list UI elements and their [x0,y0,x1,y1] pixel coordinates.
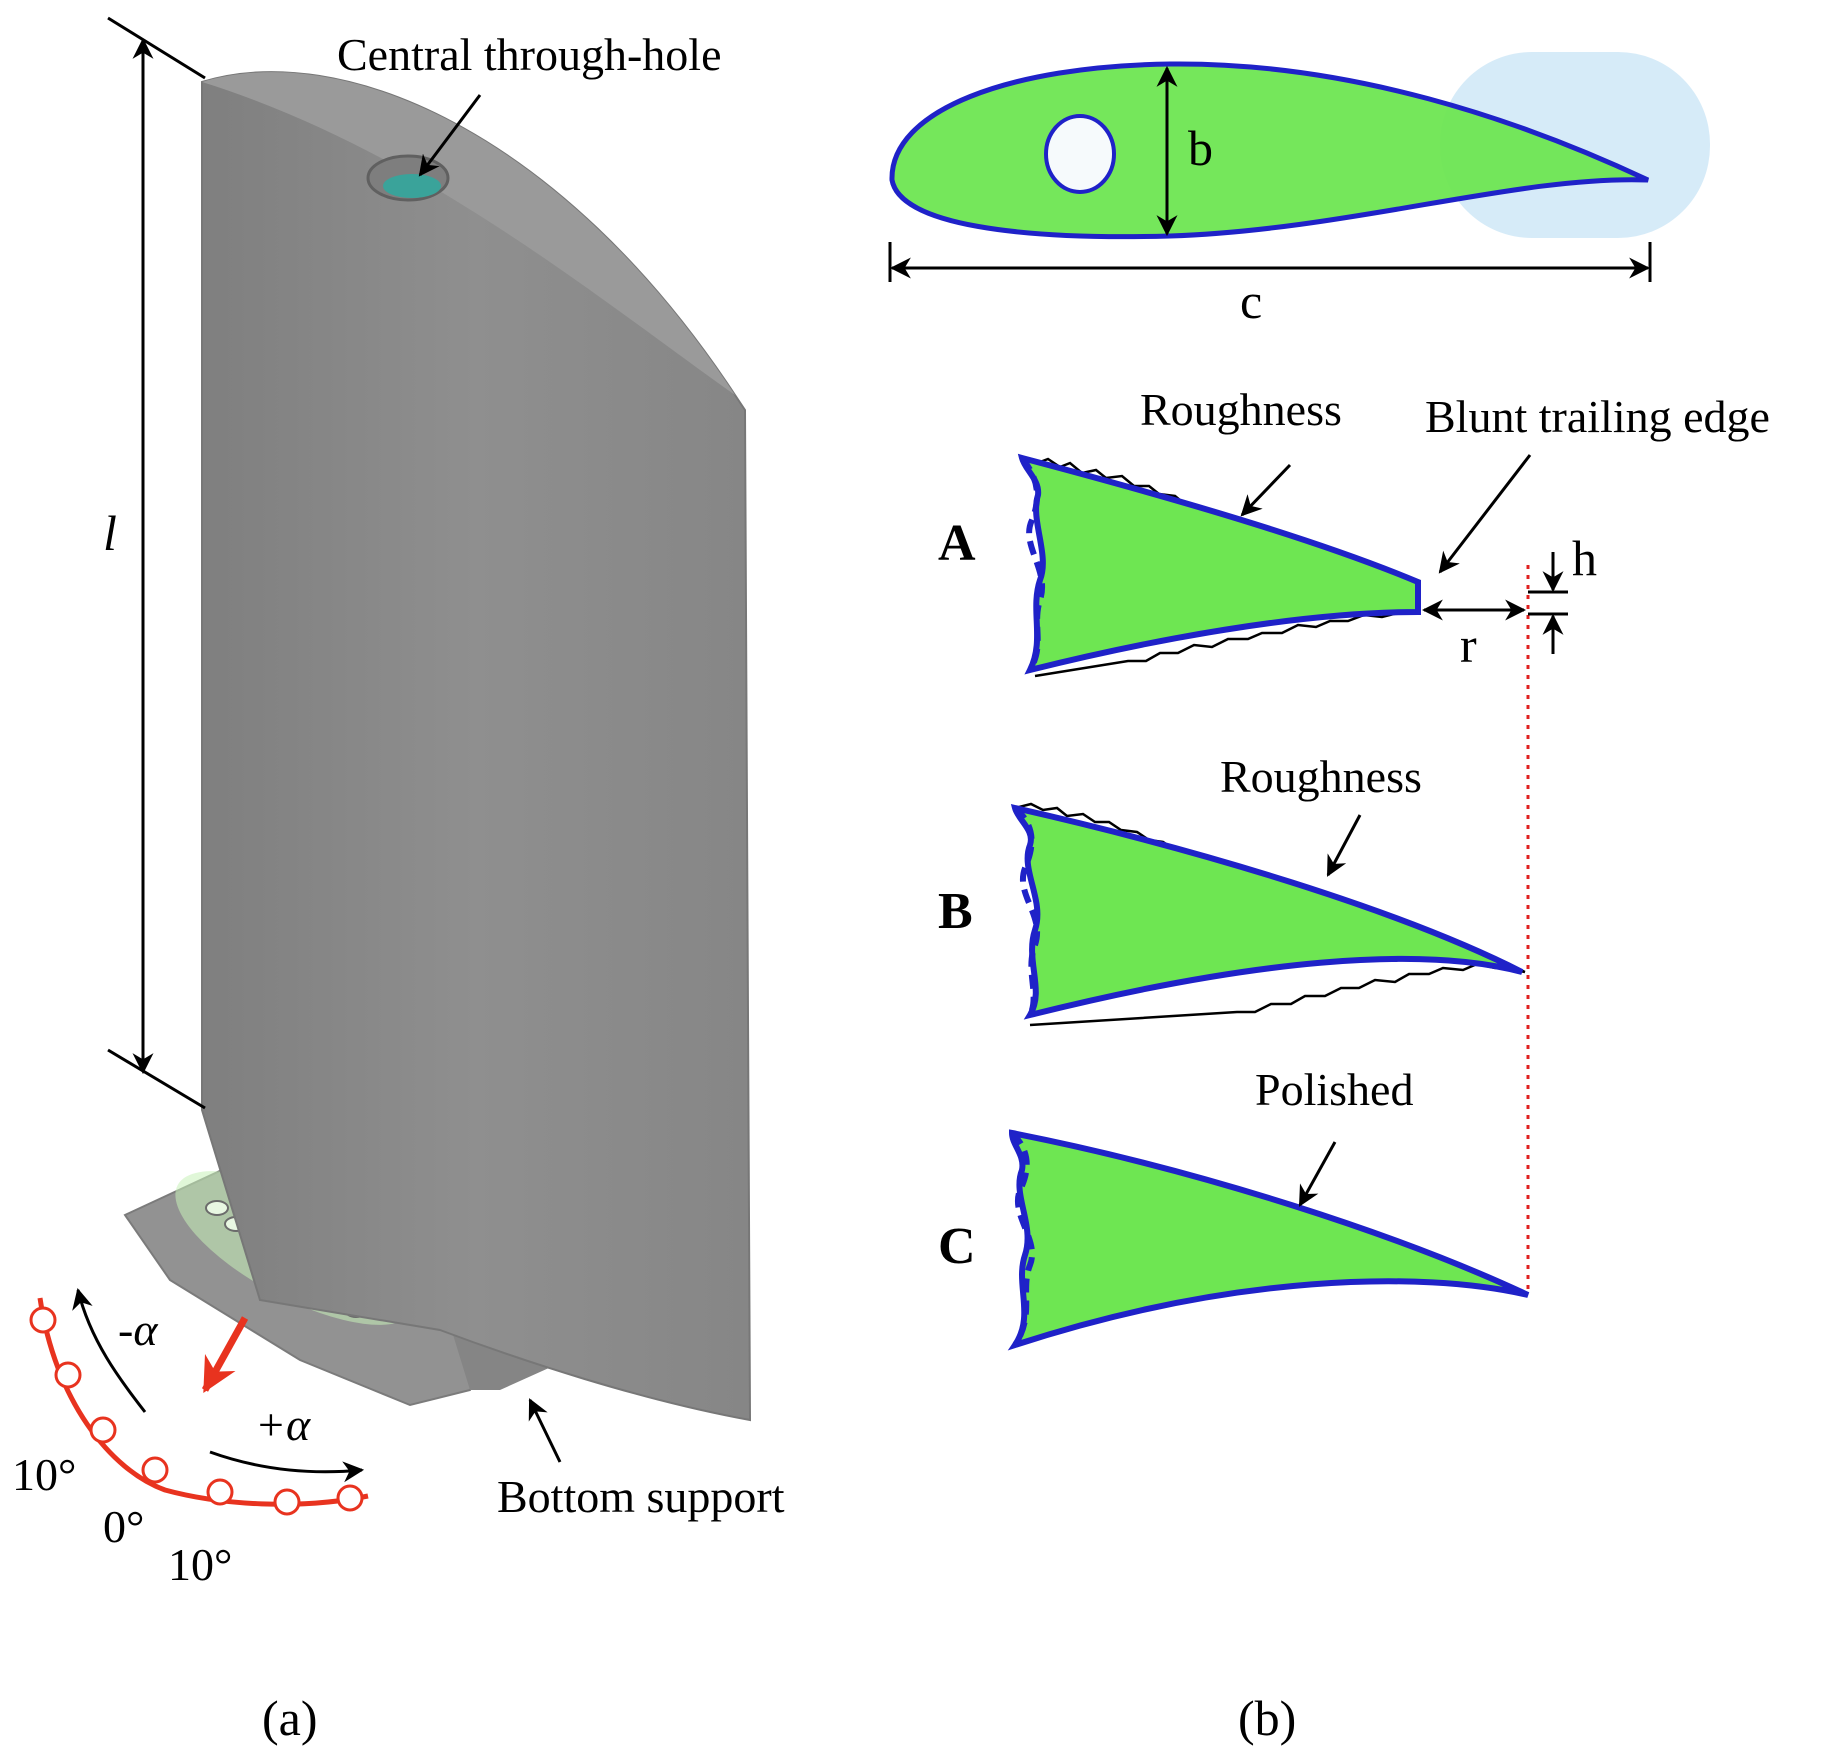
blade-body [201,71,752,1422]
panel-b: b c A Roughness Blunt trailing edge r h … [888,52,1770,1746]
caption-a: (a) [262,1690,318,1746]
deg-left-label: 10° [12,1449,76,1500]
case-b-cut [1012,805,1040,1017]
length-ext-bottom [107,1048,206,1110]
length-label: l [103,505,117,561]
case-b-label: B [938,883,973,940]
polished-label: Polished [1255,1064,1413,1115]
deg-zero-label: 0° [103,1501,144,1552]
h-label: h [1572,530,1597,586]
case-b-profile [1010,803,1524,1020]
blunt-label: Blunt trailing edge [1425,391,1770,442]
chord-label: c [1240,273,1262,329]
caption-b: (b) [1238,1690,1296,1746]
angle-markers [29,1306,364,1516]
blunt-arrow [1438,454,1532,574]
neg-alpha-arrow [72,1287,147,1413]
r-label: r [1460,617,1477,673]
pos-alpha-arrow [209,1450,365,1483]
airfoil-hole [1044,114,1116,194]
bottom-support-label: Bottom support [497,1471,785,1522]
case-c-cut [1009,1130,1035,1347]
flow-arrow [201,1316,249,1394]
deg-right-label: 10° [168,1539,232,1590]
case-a-cut [1019,456,1045,672]
pos-alpha-label: +α [255,1399,311,1450]
length-ext-top [107,16,206,80]
case-a-label: A [938,515,976,572]
panel-a: l Central through-hole Bottom support -α… [12,16,785,1746]
bottom-support-arrow [528,1398,562,1463]
case-c-label: C [938,1218,976,1275]
roughness-b-label: Roughness [1220,751,1422,802]
central-hole-arrow [418,94,482,177]
blade-top [202,72,735,395]
neg-alpha-label: -α [118,1304,158,1355]
polished-arrow [1298,1141,1337,1207]
case-c-profile [1007,1129,1530,1351]
roughness-b-arrow [1326,814,1362,877]
central-hole-label: Central through-hole [337,29,722,80]
roughness-a-label: Roughness [1140,384,1342,435]
case-a-profile [1017,453,1421,675]
roughness-a-arrow [1240,463,1292,517]
thickness-label: b [1188,120,1213,176]
central-hole [366,154,450,202]
